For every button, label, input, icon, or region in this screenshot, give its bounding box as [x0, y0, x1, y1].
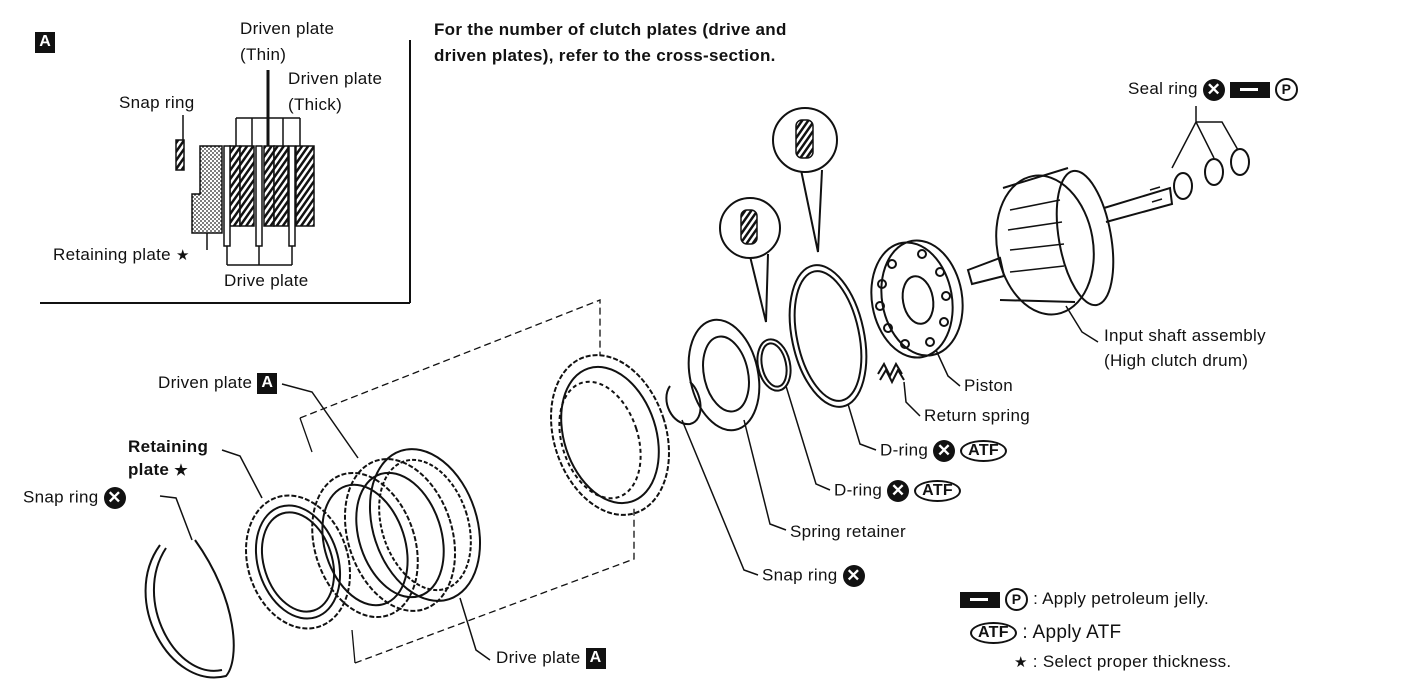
inset-driven-thick-label-2: (Thick)	[288, 95, 343, 114]
retaining-plate-label-1: Retaining	[128, 437, 209, 456]
d-ring-label-2: D-ring ✕ ATF	[834, 480, 961, 502]
legend-atf: ATF : Apply ATF	[970, 622, 1121, 644]
inset-driven-thick-label-1: Driven plate	[288, 69, 383, 88]
left-snap-ring	[144, 539, 235, 679]
far-drive-plate	[550, 354, 670, 516]
seal-ring-label: Seal ring ✕ P	[1128, 78, 1298, 101]
input-shaft-label-2: (High clutch drum)	[1104, 351, 1249, 370]
legend-star: ★ : Select proper thickness.	[1014, 652, 1232, 671]
return-spring-shape	[877, 361, 905, 385]
note-line-1: For the number of clutch plates (drive a…	[434, 20, 787, 39]
drive-plate-label: Drive plate A	[496, 648, 606, 670]
inset-badge: A	[35, 32, 55, 53]
inset-drive-plate-label: Drive plate	[224, 271, 309, 290]
atf-icon: ATF	[914, 480, 961, 502]
assembly-guides	[299, 299, 635, 664]
section-a-badge: A	[257, 373, 278, 395]
small-d-ring	[756, 338, 792, 392]
d-ring-callout-bubbles	[719, 107, 838, 323]
retaining-plate-label-2: plate ★	[128, 460, 188, 479]
star-icon: ★	[175, 247, 190, 264]
note-line-2: driven plates), refer to the cross-secti…	[434, 46, 776, 65]
replace-x-icon: ✕	[887, 480, 910, 502]
petroleum-jelly-icon	[960, 591, 1000, 608]
return-spring-label: Return spring	[924, 406, 1030, 425]
petroleum-jelly-icon	[1229, 81, 1270, 98]
driven-plate-label: Driven plate A	[158, 373, 278, 395]
petroleum-p-icon: P	[1005, 588, 1029, 611]
mid-snap-ring	[665, 381, 702, 426]
star-icon: ★	[174, 462, 188, 479]
d-ring-label-1: D-ring ✕ ATF	[880, 440, 1007, 462]
replace-x-icon: ✕	[933, 440, 956, 462]
replace-x-icon: ✕	[842, 565, 865, 587]
piston-shape	[870, 239, 964, 359]
leader-lines	[159, 305, 1099, 661]
legend-jelly: P : Apply petroleum jelly.	[960, 588, 1209, 611]
inset-retaining-plate-label: Retaining plate ★	[53, 245, 190, 264]
piston-label: Piston	[964, 376, 1014, 395]
inset-frame	[40, 40, 411, 304]
spring-retainer-shape	[687, 318, 761, 432]
replace-x-icon: ✕	[1202, 78, 1225, 101]
atf-icon: ATF	[960, 440, 1007, 462]
atf-icon: ATF	[970, 622, 1017, 644]
input-shaft-shape	[966, 167, 1174, 316]
snap-ring-left-label: Snap ring ✕	[23, 487, 126, 509]
petroleum-p-icon: P	[1274, 78, 1298, 101]
star-icon: ★	[1014, 654, 1028, 671]
section-a-badge: A	[585, 648, 606, 670]
retaining-plate-shape	[245, 494, 351, 630]
snap-ring-mid-label: Snap ring ✕	[762, 565, 865, 587]
clutch-plate-stack	[311, 448, 482, 619]
inset-driven-thin-label-1: Driven plate	[240, 19, 335, 38]
inset-snap-ring-label: Snap ring	[119, 93, 195, 112]
inset-cross-section	[175, 70, 315, 266]
spring-retainer-label: Spring retainer	[790, 522, 907, 541]
input-shaft-label-1: Input shaft assembly	[1104, 326, 1266, 345]
large-d-ring	[788, 264, 868, 408]
replace-x-icon: ✕	[103, 487, 126, 509]
seal-ring-shapes	[1171, 106, 1250, 200]
inset-driven-thin-label-2: (Thin)	[240, 45, 287, 64]
